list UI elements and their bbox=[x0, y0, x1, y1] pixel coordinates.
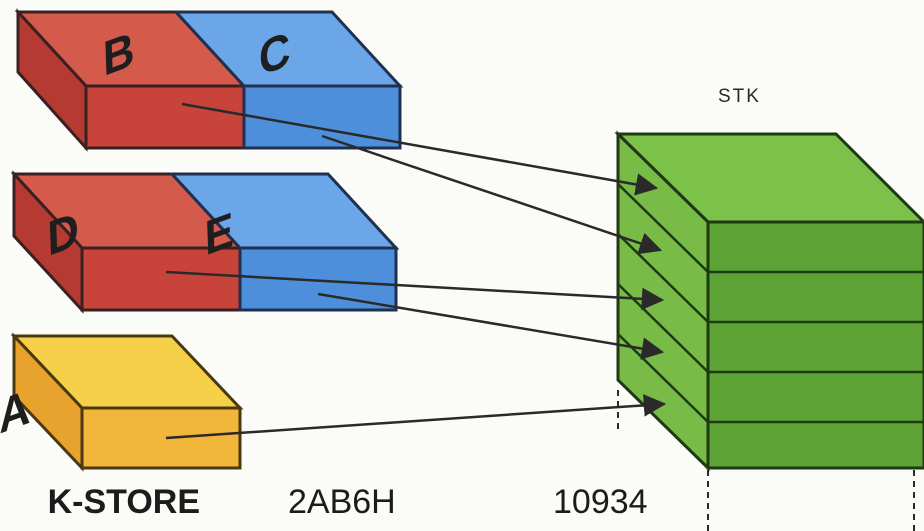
block-d-label: D bbox=[47, 202, 80, 268]
arrow-a bbox=[165, 394, 667, 440]
block-e: E bbox=[168, 172, 400, 312]
store-label: K-STORE bbox=[47, 483, 200, 521]
arrow-e bbox=[317, 292, 665, 360]
block-c: C bbox=[172, 10, 404, 150]
arrows bbox=[165, 102, 667, 440]
block-b-label: B bbox=[102, 22, 135, 88]
block-d: D bbox=[10, 170, 244, 314]
stack-label: STK bbox=[718, 86, 761, 107]
arrow-b bbox=[181, 102, 659, 196]
block-a: A bbox=[0, 332, 244, 472]
block-e-label: E bbox=[204, 202, 235, 267]
block-a-label: A bbox=[0, 379, 31, 445]
block-c-label: C bbox=[258, 22, 291, 88]
hex-address-label: 2AB6H bbox=[288, 483, 396, 521]
arrow-c bbox=[321, 134, 663, 255]
block-b: B bbox=[14, 8, 248, 152]
stack bbox=[614, 130, 924, 531]
decimal-address-label: 10934 bbox=[553, 483, 648, 521]
arrow-d bbox=[165, 270, 665, 311]
